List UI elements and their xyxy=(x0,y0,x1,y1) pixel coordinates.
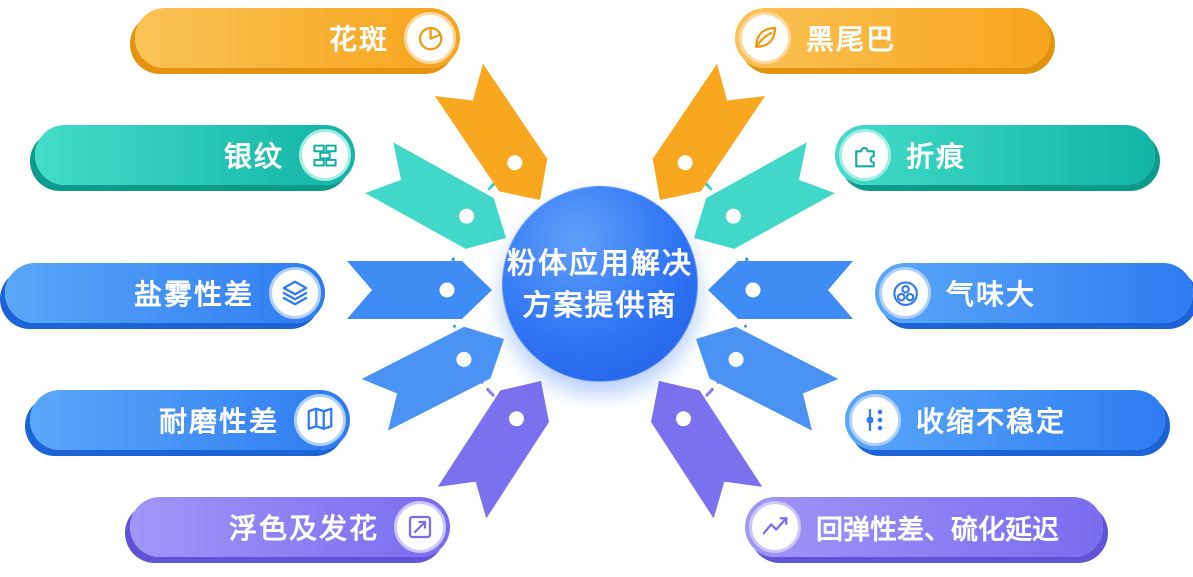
map-icon xyxy=(294,394,346,446)
defect-pill-zhehen: 折痕 xyxy=(835,125,1155,185)
defect-pill-qiwei: 气味大 xyxy=(875,263,1193,323)
arrow-heiweiba xyxy=(652,63,766,200)
arrow-huitan xyxy=(651,381,763,519)
arrow-qiwei xyxy=(708,261,853,319)
arrow-yanwu xyxy=(347,261,492,319)
defect-pill-heiweiba: 黑尾巴 xyxy=(735,8,1050,68)
center-title-line1: 粉体应用解决 xyxy=(506,245,693,280)
pie-chart-icon xyxy=(404,12,456,64)
pill-label: 花斑 xyxy=(328,23,389,56)
puzzle-icon xyxy=(839,129,891,181)
pill-label: 收缩不稳定 xyxy=(916,405,1067,438)
defect-pill-yanwu: 盐雾性差 xyxy=(5,263,325,323)
bricks-icon xyxy=(299,129,351,181)
center-title-line2: 方案提供商 xyxy=(522,288,678,322)
line-chart-icon xyxy=(749,501,801,553)
defect-pill-fuse: 浮色及发花 xyxy=(130,497,450,557)
arrow-naimo xyxy=(361,326,504,431)
arrow-shousuo xyxy=(696,326,839,431)
bubbles-icon xyxy=(879,267,931,319)
arrow-zhehen xyxy=(694,142,835,249)
connector-arrows xyxy=(347,63,853,519)
pill-label: 盐雾性差 xyxy=(133,278,254,311)
defect-pill-yinwen: 银纹 xyxy=(35,125,355,185)
pill-label: 黑尾巴 xyxy=(806,23,897,56)
trend-arrow-icon xyxy=(394,501,446,553)
pill-label: 回弹性差、硫化延迟 xyxy=(816,514,1059,546)
pill-label: 气味大 xyxy=(946,278,1037,311)
defect-pill-naimo: 耐磨性差 xyxy=(30,390,350,450)
arrow-huaban xyxy=(434,63,548,200)
pill-label: 银纹 xyxy=(223,140,284,173)
arrow-yinwen xyxy=(365,142,506,249)
pill-label: 折痕 xyxy=(906,140,967,173)
center-hub: 粉体应用解决 方案提供商 xyxy=(502,186,698,382)
defect-pill-huitan: 回弹性差、硫化延迟 xyxy=(745,497,1103,557)
slider-icon xyxy=(849,394,901,446)
layers-icon xyxy=(269,267,321,319)
pill-label: 耐磨性差 xyxy=(158,405,279,438)
defect-pill-shousuo: 收缩不稳定 xyxy=(845,390,1165,450)
leaf-icon xyxy=(739,12,791,64)
defect-pill-huaban: 花斑 xyxy=(135,8,460,68)
pill-label: 浮色及发花 xyxy=(228,512,379,545)
arrow-fuse xyxy=(437,381,549,519)
